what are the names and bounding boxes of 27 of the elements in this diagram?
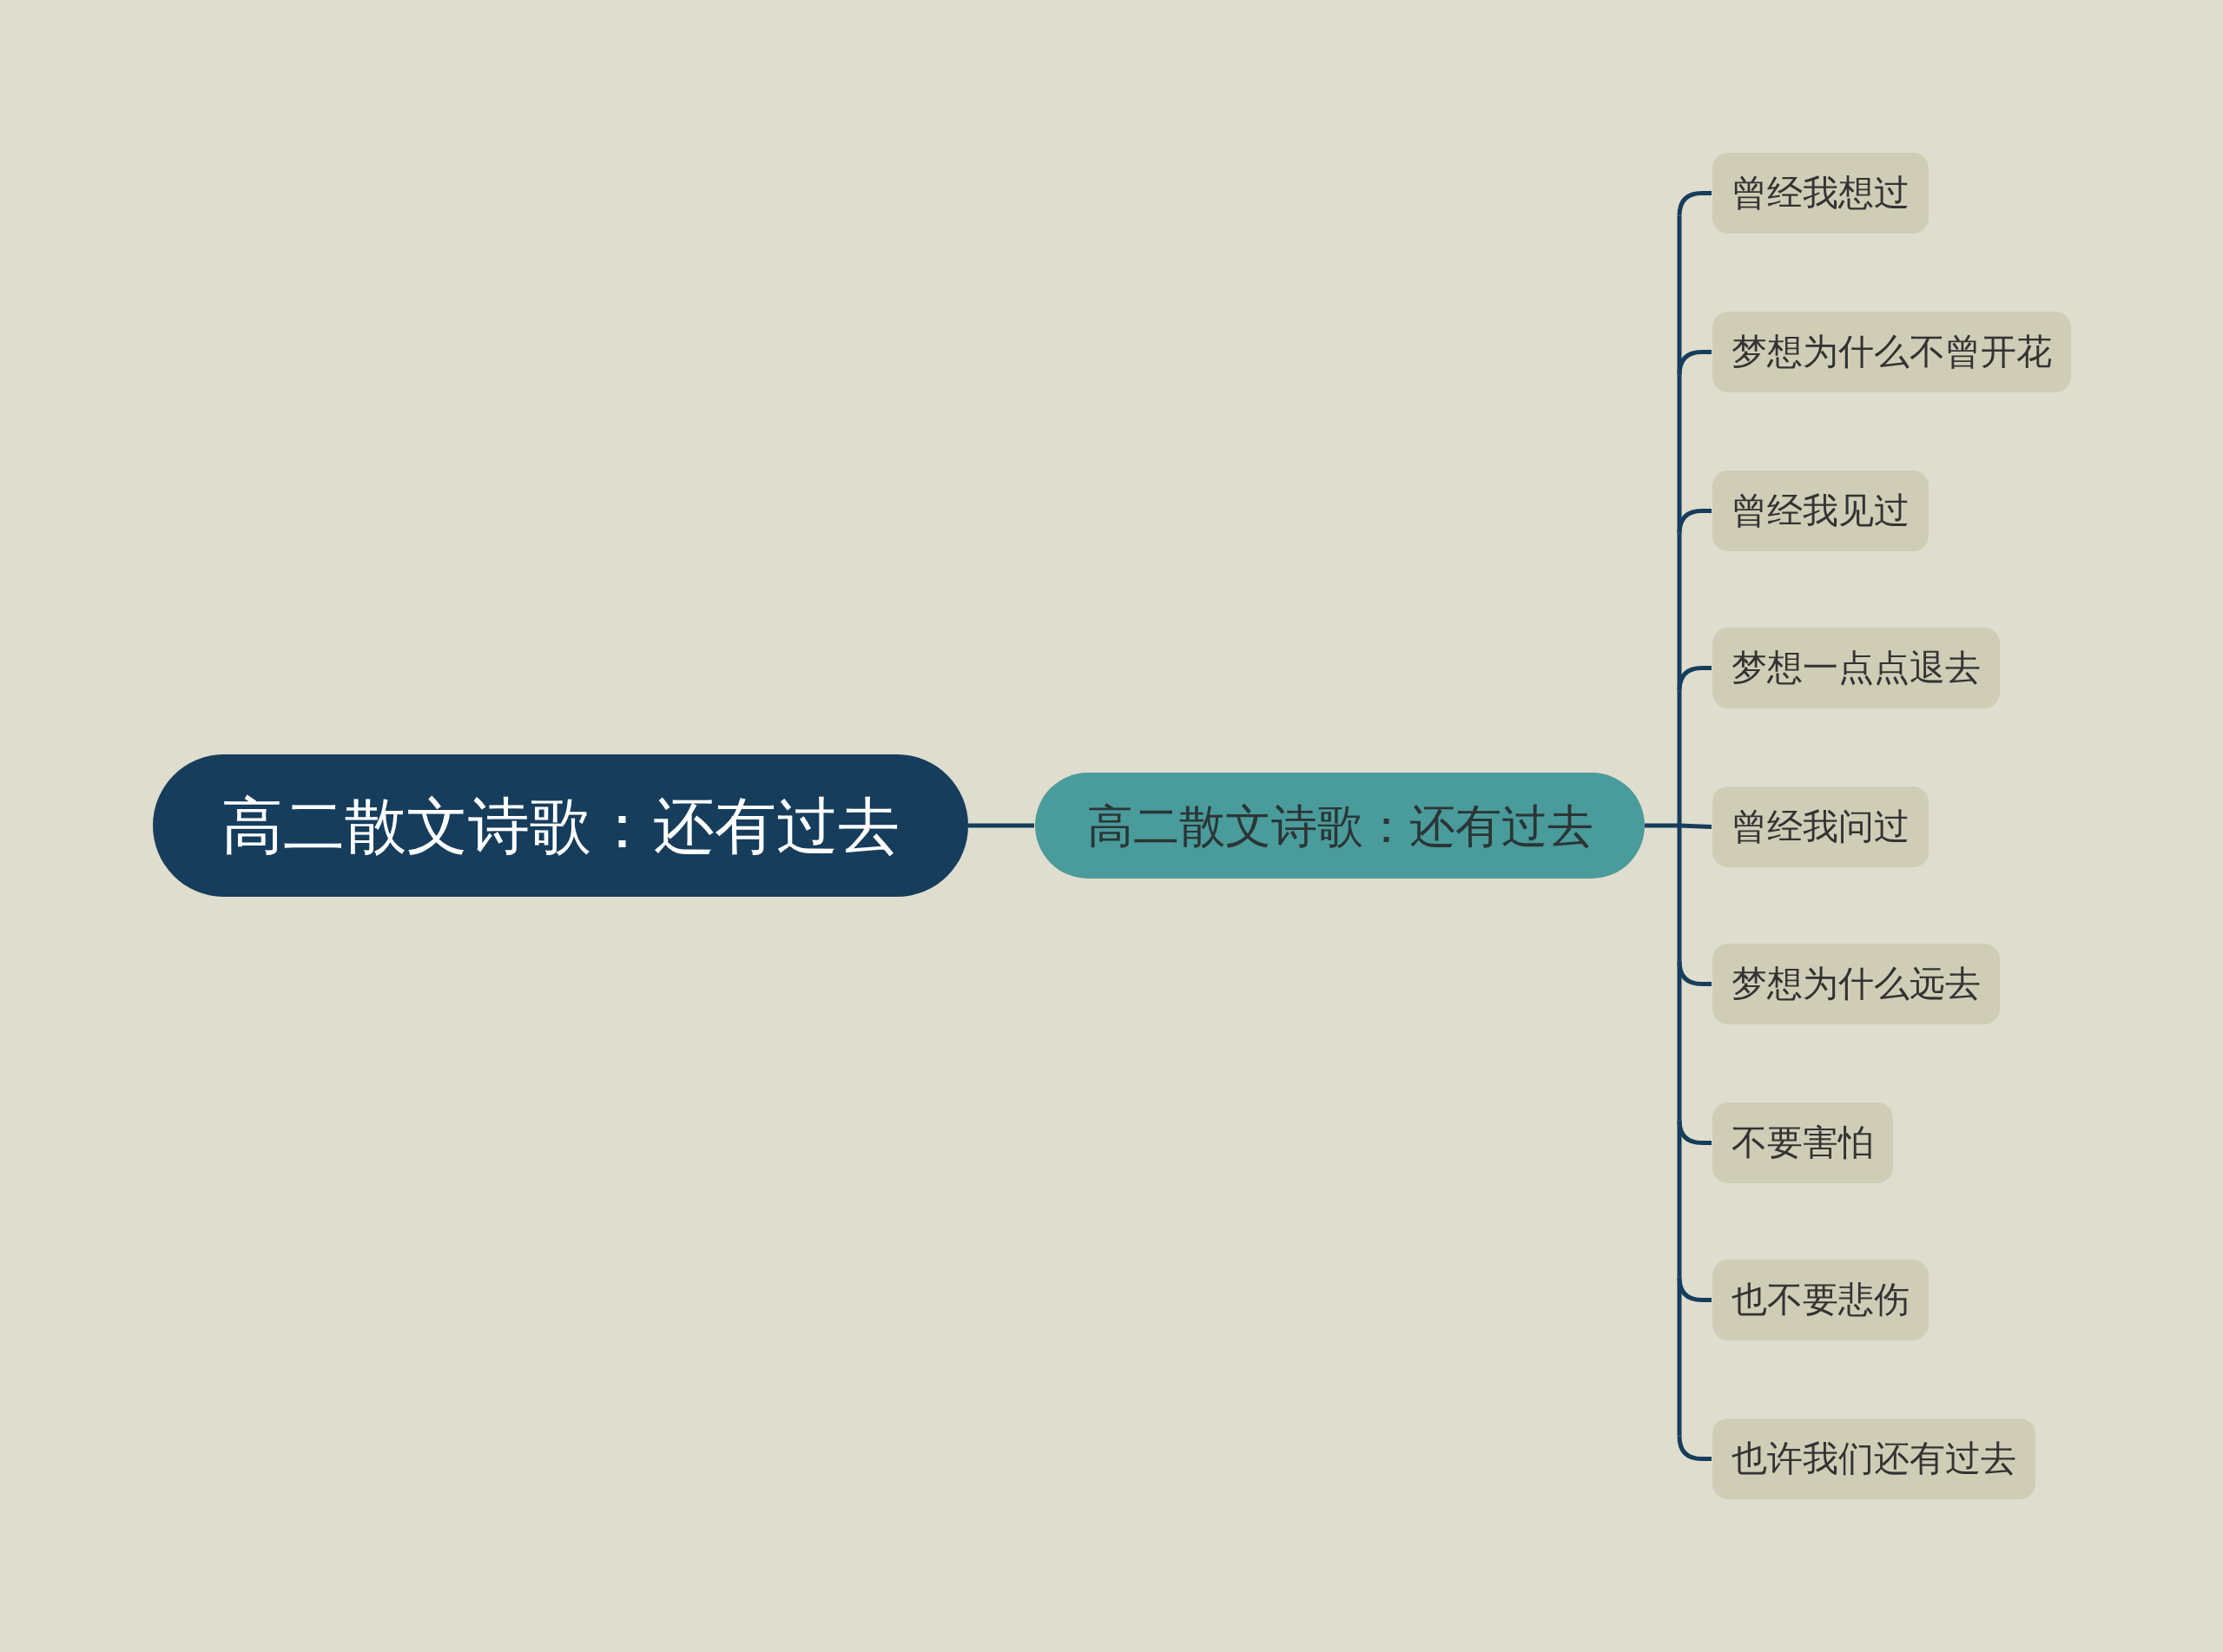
connector-line (1677, 826, 1682, 962)
connector-line (1677, 191, 1712, 216)
connector-line (1677, 533, 1682, 691)
leaf-topic-box: 梦想一点点退去 (1712, 628, 2000, 708)
leaf-topic-box: 曾经我见过 (1712, 471, 1929, 551)
subtopic-pill: 高二散文诗歌：还有过去 (1035, 773, 1645, 879)
connector-line (1677, 350, 1712, 375)
connector-line (1679, 823, 1712, 829)
connector-line (1677, 690, 1682, 826)
leaf-topic-box: 也许我们还有过去 (1712, 1418, 2035, 1499)
leaf-topic-box: 曾经我问过 (1712, 787, 1929, 867)
central-topic-pill: 高二散文诗歌：还有过去 (153, 754, 968, 897)
connector-line (1677, 1436, 1712, 1461)
leaf-topic-box: 也不要悲伤 (1712, 1260, 1929, 1340)
connector-line (968, 823, 1034, 828)
leaf-topic-box: 曾经我想过 (1712, 153, 1929, 234)
connector-line (1677, 666, 1712, 691)
connector-line (1677, 215, 1682, 375)
connector-line (1677, 961, 1712, 986)
connector-line (1677, 374, 1682, 534)
leaf-topic-box: 不要害怕 (1712, 1102, 1893, 1183)
connector-line (1645, 823, 1679, 828)
connector-line (1677, 1277, 1712, 1302)
leaf-topic-box: 梦想为什么不曾开花 (1712, 312, 2071, 392)
connector-line (1677, 509, 1712, 534)
leaf-topic-box: 梦想为什么远去 (1712, 944, 2000, 1024)
connector-line (1677, 1120, 1712, 1145)
